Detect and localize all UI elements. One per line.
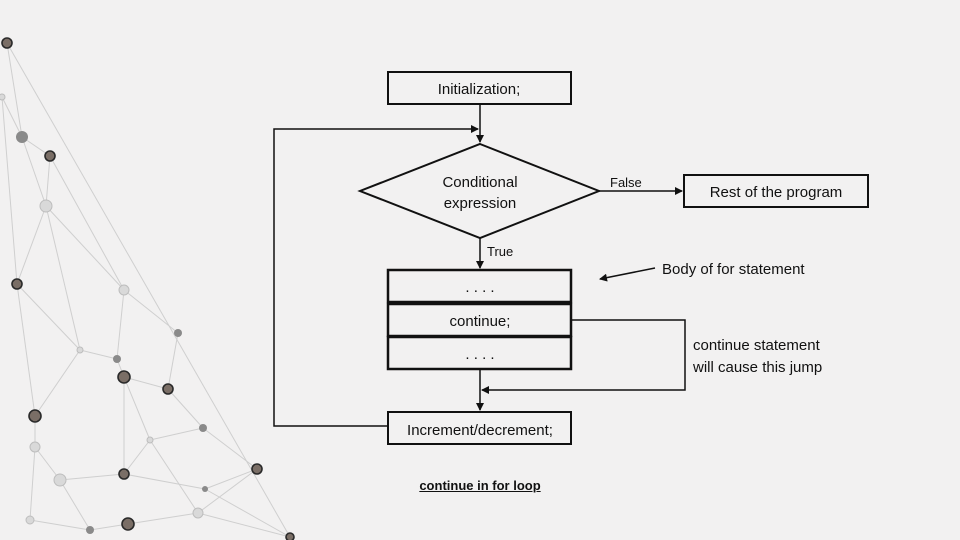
network-line xyxy=(59,479,91,531)
network-node xyxy=(44,150,56,162)
condition-label-line1: Conditional xyxy=(442,174,517,191)
network-line xyxy=(6,42,291,538)
network-node xyxy=(25,515,35,525)
network-line xyxy=(45,155,51,207)
network-node xyxy=(113,355,121,363)
network-node xyxy=(117,370,131,384)
network-line xyxy=(204,468,258,490)
network-node xyxy=(53,473,67,487)
network-line xyxy=(34,349,81,417)
network-line xyxy=(29,446,36,521)
network-line xyxy=(123,376,169,390)
network-line xyxy=(197,468,258,514)
loop-back-line xyxy=(273,125,479,427)
network-line xyxy=(79,349,118,360)
network-line xyxy=(29,519,91,531)
network-line xyxy=(21,136,47,207)
network-line xyxy=(149,427,204,441)
increment-label: Increment/decrement; xyxy=(407,422,553,439)
network-line xyxy=(1,96,18,285)
body-bottom-box xyxy=(386,335,573,371)
network-line xyxy=(1,96,23,138)
jump-note-line2: will cause this jump xyxy=(692,359,822,376)
network-line xyxy=(123,376,151,441)
network-line xyxy=(49,155,125,291)
init-label: Initialization; xyxy=(438,81,521,98)
network-line xyxy=(6,42,23,138)
increment-box xyxy=(387,411,572,445)
network-line xyxy=(16,205,47,285)
network-line xyxy=(149,439,199,514)
network-node xyxy=(1,37,13,49)
network-node xyxy=(251,463,263,475)
network-node xyxy=(202,486,208,492)
false-label: False xyxy=(610,175,642,190)
network-node xyxy=(192,507,204,519)
init-box xyxy=(387,71,572,105)
network-node xyxy=(118,468,130,480)
network-node xyxy=(174,329,182,337)
rest-of-program-label: Rest of the program xyxy=(710,184,843,201)
network-node xyxy=(86,526,94,534)
body-top-label: . . . . xyxy=(465,279,494,296)
network-node xyxy=(28,409,42,423)
network-line xyxy=(123,439,151,475)
network-line xyxy=(167,332,179,390)
diagram-caption: continue in for loop xyxy=(419,478,541,493)
jump-note-line1: continue statement xyxy=(693,337,821,354)
network-line xyxy=(123,289,179,334)
network-node xyxy=(199,424,207,432)
condition-diamond xyxy=(357,142,602,240)
continue-label: continue; xyxy=(450,313,511,330)
network-node xyxy=(39,199,53,213)
body-note-label: Body of for statement xyxy=(662,261,805,278)
network-line xyxy=(45,205,125,291)
network-line xyxy=(34,446,61,481)
network-node xyxy=(11,278,23,290)
network-node xyxy=(118,284,130,296)
network-node xyxy=(0,93,6,101)
continue-jump-line xyxy=(481,319,686,394)
body-note-arrow xyxy=(599,267,656,282)
body-top-box xyxy=(386,268,573,304)
network-line xyxy=(127,512,199,525)
network-line xyxy=(204,488,291,538)
network-node xyxy=(121,517,135,531)
true-label: True xyxy=(487,244,513,259)
network-line xyxy=(16,283,36,417)
network-line xyxy=(202,427,258,470)
network-node xyxy=(146,436,154,444)
network-line xyxy=(59,473,125,481)
network-line xyxy=(16,283,81,351)
network-decoration xyxy=(0,37,295,540)
network-line xyxy=(167,388,204,429)
network-line xyxy=(123,473,206,490)
network-node xyxy=(76,346,84,354)
rest-of-program-box xyxy=(683,174,869,208)
network-node xyxy=(285,532,295,540)
network-line xyxy=(197,512,291,538)
network-line xyxy=(45,205,81,351)
network-node xyxy=(29,441,41,453)
condition-label-line2: expression xyxy=(444,195,517,212)
network-line xyxy=(116,289,125,360)
network-node xyxy=(16,131,28,143)
body-bottom-label: . . . . xyxy=(465,346,494,363)
network-node xyxy=(162,383,174,395)
